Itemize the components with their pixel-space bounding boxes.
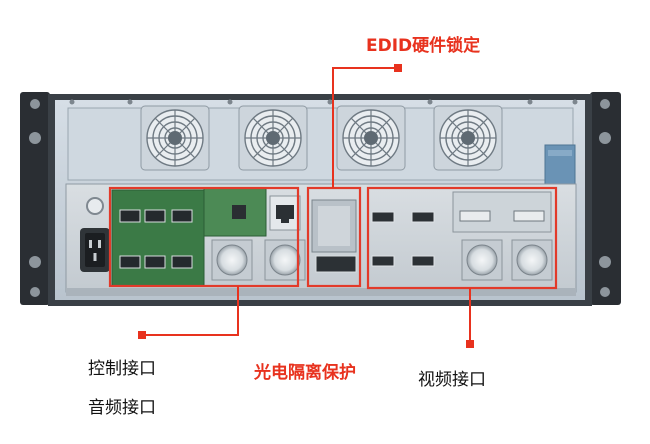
fan-icon: [238, 105, 308, 171]
optical-isolation-module: [311, 199, 357, 273]
edid-leader-dot: [394, 64, 402, 72]
control-audio-outline: [108, 186, 300, 288]
right-rack-ear: [590, 92, 621, 305]
video-connector-block: [371, 191, 553, 281]
control-audio-leader-line: [142, 286, 239, 336]
control-callout-label: 控制接口: [88, 359, 156, 379]
fan-icon: [433, 105, 503, 171]
audio-callout-label: 音频接口: [88, 398, 156, 418]
fan-row: [140, 105, 503, 171]
fan-icon: [140, 105, 210, 171]
video-leader-dot: [466, 340, 474, 348]
fan-icon: [336, 105, 406, 171]
edid-callout-label: EDID硬件锁定: [366, 36, 481, 56]
edid-leader-line: [332, 67, 397, 188]
control-audio-board: [111, 187, 267, 287]
power-inlet-icon: [80, 197, 110, 272]
video-outline: [366, 186, 558, 290]
left-rack-ear: [20, 92, 50, 305]
video-callout-label: 视频接口: [418, 370, 486, 390]
optical-callout-label: 光电隔离保护: [254, 363, 356, 383]
knob-left-1: [211, 239, 253, 281]
control-audio-leader-dot: [138, 331, 146, 339]
rj45-port-icon: [269, 195, 301, 231]
